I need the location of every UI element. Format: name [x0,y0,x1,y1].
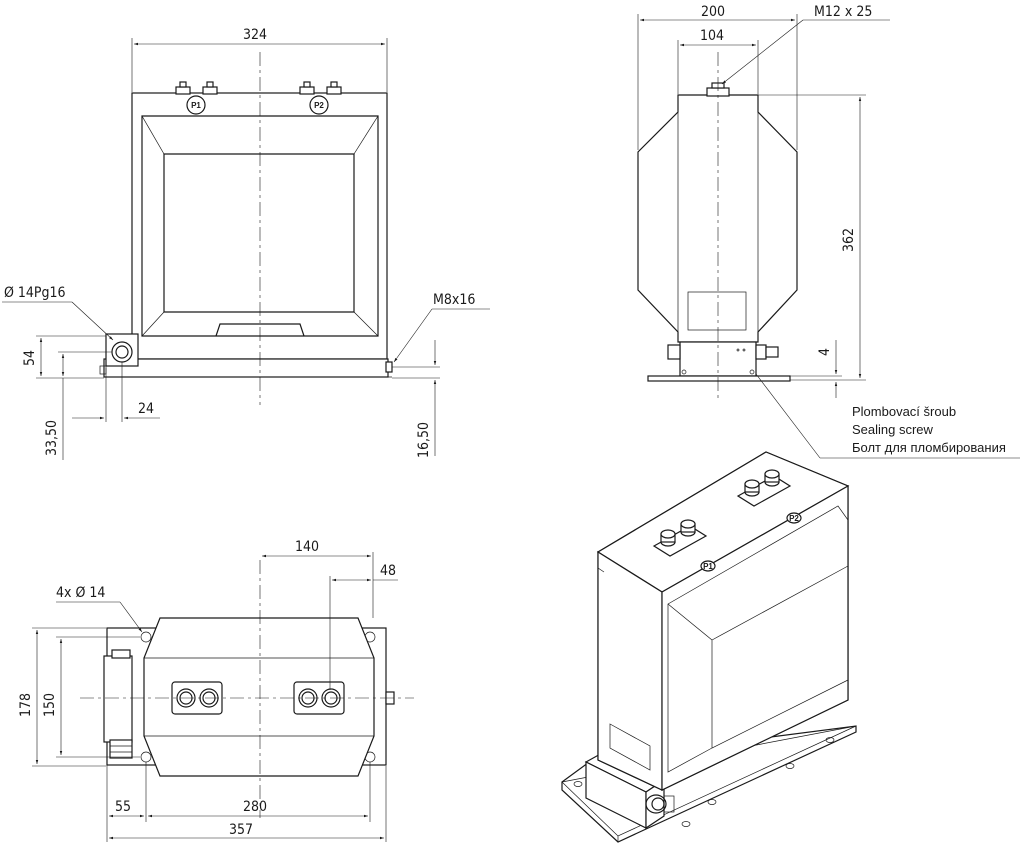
iso-terminal-p1-label: P1 [703,562,713,571]
dim-178: 178 [18,693,34,717]
front-terminal-group-2: P2 [299,81,342,115]
front-terminal-p1 [186,95,206,115]
iso-nameplate [609,723,651,771]
iso-terminal-p2-label: P2 [789,514,799,523]
front-gland [105,333,139,367]
dim-55: 55 [115,799,131,815]
dim-54: 54 [22,350,38,366]
top-terminal-plate-1 [171,681,223,715]
front-terminal-p1-label: P1 [191,101,201,110]
iso-terminal-p2 [786,512,802,524]
label-holes: 4x Ø 14 [56,585,105,601]
mounting-hole [140,631,152,643]
dim-200: 200 [701,4,725,20]
dim-280: 280 [243,799,267,815]
front-terminal-p2-label: P2 [314,101,324,110]
dim-104: 104 [700,28,724,44]
top-gland-box [103,655,133,743]
front-body-outline [131,92,388,360]
label-m12x25: M12 x 25 [814,4,872,20]
dim-140: 140 [295,539,319,555]
dim-24: 24 [138,401,154,417]
front-view: P1 P2 324 54 33,50 24 [2,27,490,460]
side-nameplate [687,291,747,331]
dim-33-50: 33,50 [44,420,60,456]
top-view: 140 48 4x Ø 14 178 150 55 280 357 [18,539,414,842]
front-base [103,358,389,378]
dim-4: 4 [817,348,833,356]
front-screw [385,361,393,373]
label-sealing-ru: Болт для пломбирования [852,440,1006,455]
side-view: 200 104 M12 x 25 362 4 Plombovací šroub … [637,4,1020,459]
dim-48: 48 [380,563,396,579]
side-body-outline [637,94,798,343]
dim-16-50: 16,50 [416,422,432,458]
label-sealing-cz: Plombovací šroub [852,404,956,419]
iso-gland [645,794,667,814]
top-body-outline [143,617,375,777]
iso-terminal-p1 [700,560,716,572]
front-terminal-group-1: P1 [175,81,218,115]
dim-362: 362 [841,228,857,252]
iso-left-face [597,550,663,791]
iso-right-face [661,484,849,791]
label-gland: Ø 14Pg16 [4,285,66,301]
dim-357: 357 [229,822,253,838]
front-terminal-p2 [309,95,329,115]
dim-150: 150 [42,693,58,717]
dim-324: 324 [243,27,267,43]
iso-view: P1 P2 [561,451,857,843]
side-base-plate [647,375,791,382]
label-m8x16: M8x16 [433,292,475,308]
label-sealing-en: Sealing screw [852,422,934,437]
